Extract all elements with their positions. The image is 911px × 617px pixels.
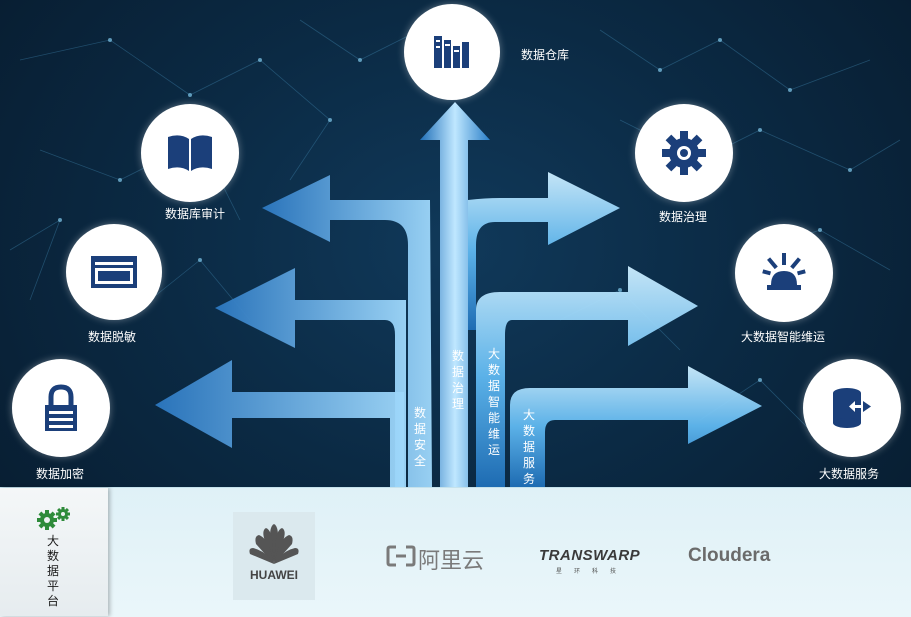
gears-icon: [37, 507, 70, 530]
node-ops: [735, 224, 833, 322]
arrow-masking: [215, 268, 406, 487]
arrow-db-audit: [262, 175, 432, 487]
transwarp-logo-text: TRANSWARP: [539, 547, 641, 564]
label-ops: 大数据智能维运: [741, 330, 826, 344]
lock-icon: [45, 384, 77, 431]
label-masking: 数据脱敏: [88, 330, 137, 344]
arrow-label-governance: 数据治理: [451, 349, 464, 411]
node-db-audit: [141, 104, 239, 202]
label-service: 大数据服务: [819, 467, 880, 481]
huawei-logo-icon: [249, 524, 299, 564]
huawei-logo-text: HUAWEI: [250, 568, 298, 582]
label-governance: 数据治理: [659, 210, 708, 224]
transwarp-logo-subtext: 星环科技: [556, 568, 629, 575]
aliyun-logo-icon: [386, 545, 416, 567]
node-governance: [635, 104, 733, 202]
label-warehouse: 数据仓库: [521, 48, 570, 62]
label-db-audit: 数据库审计: [165, 207, 226, 221]
node-service: [803, 359, 901, 457]
arrow-warehouse: [420, 102, 490, 487]
alarm-light-icon: [762, 253, 806, 290]
arrow-label-security: 数据安全: [413, 406, 426, 468]
platform-panel: [0, 488, 108, 616]
warehouse-icon: [434, 36, 469, 68]
arrow-label-service: 大数据服务: [522, 408, 535, 486]
arrow-encryption: [155, 360, 404, 487]
gear-icon: [662, 131, 706, 175]
arrow-ops: [476, 266, 698, 487]
arrow-label-ops: 大数据智能维运: [487, 347, 500, 457]
platform-label: 大数据平台: [46, 534, 59, 608]
vendor-bar: [0, 487, 911, 617]
arrow-governance: [468, 172, 620, 330]
cloudera-logo-text: Cloudera: [688, 545, 771, 566]
node-encryption: [12, 359, 110, 457]
database-transfer-icon: [833, 388, 871, 428]
book-icon: [168, 135, 212, 171]
aliyun-logo-text: 阿里云: [418, 549, 485, 574]
node-warehouse: [404, 4, 500, 100]
label-encryption: 数据加密: [36, 467, 85, 481]
window-icon: [91, 256, 137, 288]
arrow-service: [510, 366, 762, 487]
node-masking: [66, 224, 162, 320]
